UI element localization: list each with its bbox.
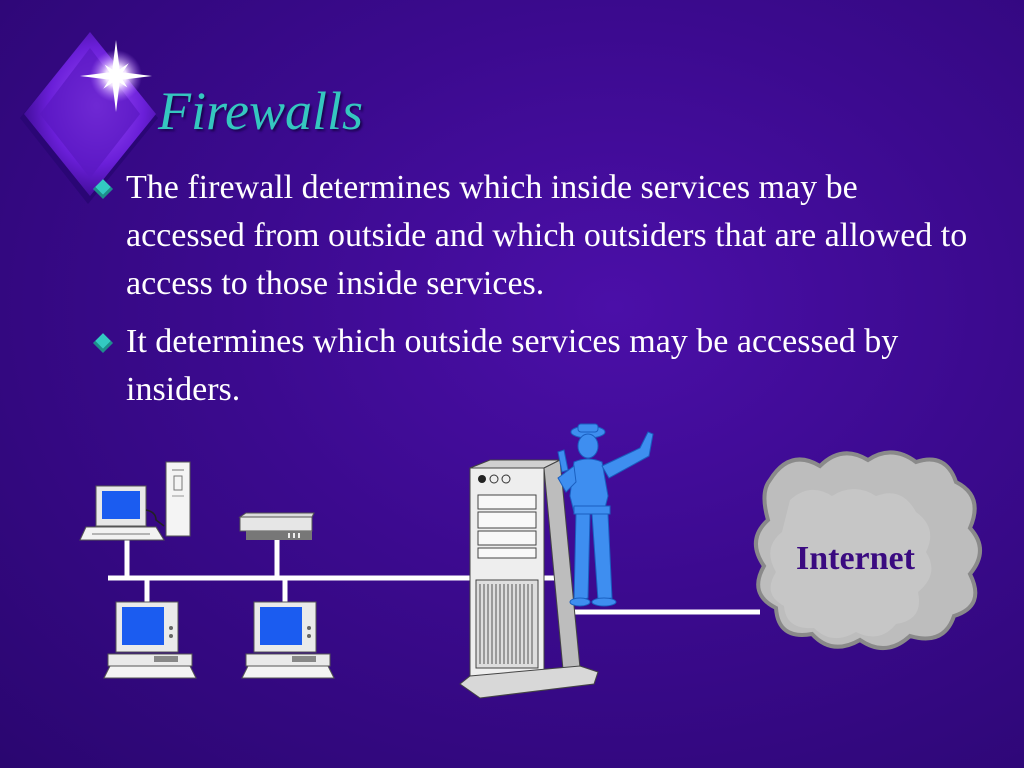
tower-computer-icon — [165, 461, 191, 537]
desktop-computer-icon — [103, 601, 197, 679]
bullet-list: The firewall determines which inside ser… — [92, 164, 972, 424]
slide-title: Firewalls — [158, 81, 364, 141]
desktop-computer-icon — [79, 485, 165, 541]
sparkle-star-icon — [20, 32, 158, 204]
bullet-text: The firewall determines which inside ser… — [126, 169, 968, 302]
firewall-server-icon — [459, 459, 599, 699]
bullet-item: The firewall determines which inside ser… — [92, 164, 972, 308]
internet-cloud-icon — [754, 450, 982, 650]
police-officer-icon — [557, 423, 654, 607]
bullet-text: It determines which outside services may… — [126, 323, 899, 408]
desktop-computer-icon — [241, 601, 335, 679]
network-hub-icon — [238, 512, 315, 540]
lan-cables — [108, 540, 760, 615]
internet-label: Internet — [796, 540, 915, 577]
bullet-item: It determines which outside services may… — [92, 318, 972, 414]
